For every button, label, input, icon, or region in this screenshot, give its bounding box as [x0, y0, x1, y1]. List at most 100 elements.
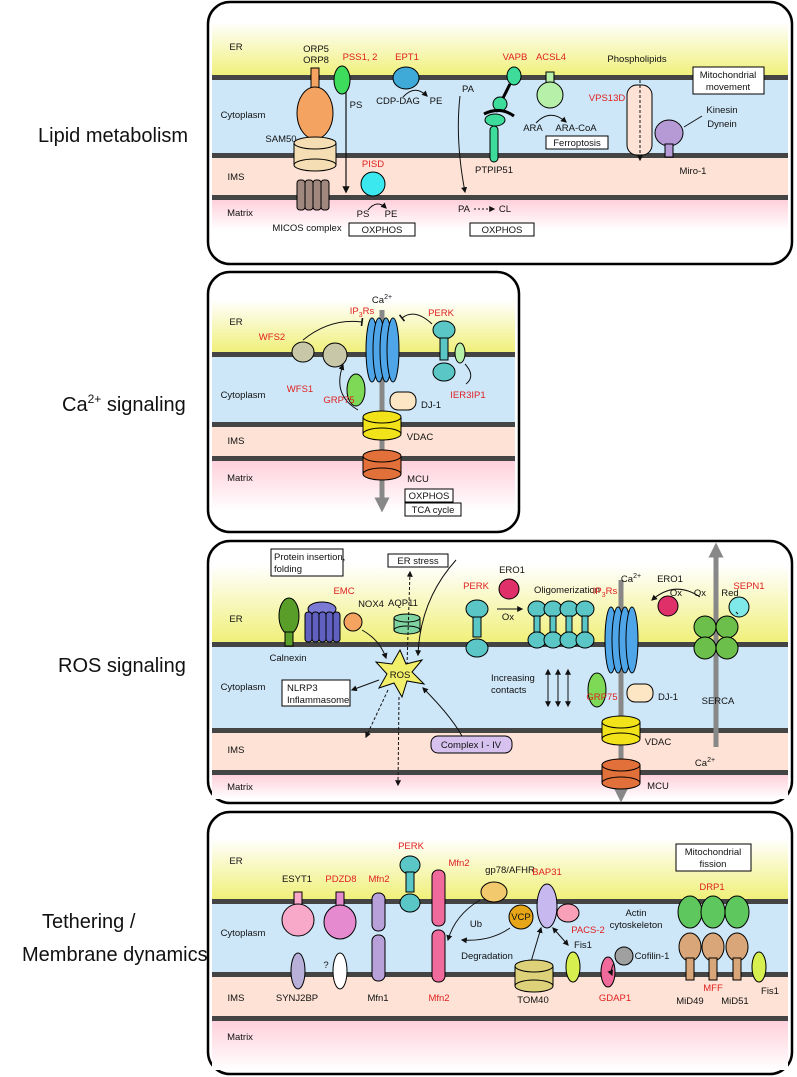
arrow-ros-nlrp3	[350, 679, 380, 692]
emc-complex	[304, 601, 341, 643]
perk-oligomer	[527, 600, 595, 649]
ros-star	[374, 648, 426, 699]
label-mfn2-b: Mfn2	[448, 858, 469, 869]
label-mito-move-2: movement	[706, 82, 751, 93]
label-bap31: BAP31	[532, 867, 562, 878]
label-ip3rs: IP3Rs	[350, 306, 375, 319]
panel-title-ca: Ca2+ signaling	[62, 392, 186, 416]
perk-protein	[465, 599, 489, 658]
label-vcp: VCP	[511, 912, 531, 923]
box-oxphos	[404, 488, 454, 503]
inhibit-wfs2	[302, 317, 364, 341]
ip3r-channel	[365, 317, 400, 383]
label-ca: Ca2+	[372, 294, 392, 306]
label-pisd: PISD	[362, 159, 384, 170]
label-phospholipids: Phospholipids	[607, 54, 666, 65]
label-mfn1: Mfn1	[367, 993, 388, 1004]
link-kinesin	[683, 115, 703, 128]
zone-cytoplasm: Cytoplasm	[221, 390, 266, 401]
zone-matrix: Matrix	[227, 473, 253, 484]
gp78-protein	[480, 881, 508, 903]
box-er-stress	[387, 553, 449, 568]
wfs1-protein	[322, 342, 348, 368]
label-perk: PERK	[398, 841, 425, 852]
label-ara-coa: ARA-CoA	[555, 123, 597, 134]
label-nox4: NOX4	[358, 599, 384, 610]
label-question: ?	[323, 960, 328, 971]
pss-protein	[333, 65, 351, 95]
arrow-pisd	[367, 202, 387, 211]
label-ox-1: Ox	[502, 612, 514, 623]
grp75-protein	[587, 672, 607, 708]
drp1-oligomer	[677, 895, 750, 929]
label-pi-2: folding	[274, 564, 302, 575]
label-kinesin: Kinesin	[706, 105, 737, 116]
dj1-protein	[626, 683, 654, 703]
label-oxphos-2: OXPHOS	[482, 225, 523, 236]
zone-ims: IMS	[228, 993, 245, 1004]
label-nlrp3-2: Inflammasome	[287, 695, 349, 706]
label-gp78: gp78/AFHR	[485, 865, 535, 876]
orp-stalk	[310, 67, 320, 89]
label-vdac: VDAC	[645, 737, 672, 748]
label-aqp11: AQP11	[388, 598, 418, 609]
label-ox-3: Ox	[694, 588, 706, 599]
label-oligomerization: Oligomerization	[534, 585, 600, 596]
label-ptpip51: PTPIP51	[475, 165, 513, 176]
panel-lipid: Lipid metabolism ER Cytoplasm IMS Matrix…	[38, 0, 794, 266]
sepn1-protein	[728, 596, 750, 618]
panel-title-tethering-1: Tethering /	[42, 911, 136, 933]
label-ps: PS	[350, 100, 363, 111]
gdap1-protein	[600, 956, 616, 988]
panel-title-lipid: Lipid metabolism	[38, 125, 188, 147]
box-protein-insertion	[270, 548, 344, 577]
aqp11-channel	[393, 613, 421, 635]
label-degradation: Degradation	[461, 951, 513, 962]
label-ox-2: Ox	[670, 588, 682, 599]
mfn1-protein	[371, 934, 386, 982]
label-dj1: DJ-1	[421, 400, 441, 411]
acsl4-protein	[536, 81, 564, 109]
mff-mid-adaptors	[678, 932, 749, 981]
label-acsl4: ACSL4	[536, 52, 566, 63]
zone-ims: IMS	[228, 172, 245, 183]
box-mito-movement	[692, 66, 765, 95]
label-mid49: MiD49	[676, 996, 703, 1007]
vdac-barrel	[601, 715, 641, 746]
label-er-stress: ER stress	[397, 556, 438, 567]
label-mcu: MCU	[407, 474, 429, 485]
label-mfn2-c: Mfn2	[428, 993, 449, 1004]
link-sepn1	[735, 611, 739, 615]
arrow-er-stress	[406, 570, 413, 666]
zone-cytoplasm: Cytoplasm	[221, 682, 266, 693]
label-vapb: VAPB	[503, 52, 528, 63]
label-ca-2: Ca2+	[695, 757, 715, 769]
label-fission-2: fission	[700, 859, 727, 870]
arrow-bap31-tom40	[528, 926, 543, 967]
label-dynein: Dynein	[707, 119, 737, 130]
perk-protein	[399, 855, 421, 913]
link-ier3ip1	[464, 363, 472, 385]
ip3r-channel	[604, 606, 639, 674]
label-increasing: Increasing	[491, 673, 535, 684]
label-tca: TCA cycle	[412, 505, 455, 516]
box-nlrp3	[281, 679, 351, 707]
label-emc: EMC	[333, 586, 354, 597]
esyt1-protein	[281, 903, 315, 937]
miro1-protein	[654, 119, 684, 147]
label-orp5: ORP5	[303, 44, 329, 55]
inhibit-perk	[398, 313, 433, 325]
ept1-protein	[392, 66, 420, 90]
label-fission-1: Mitochondrial	[685, 847, 742, 858]
label-ros: ROS	[390, 670, 411, 681]
micos-complex-shape	[296, 179, 330, 211]
label-red: Red	[721, 588, 738, 599]
label-pe: PE	[430, 96, 443, 107]
calnexin-protein	[278, 597, 300, 635]
label-orp8: ORP8	[303, 55, 329, 66]
grp75-protein	[346, 373, 366, 407]
label-ero1-2: ERO1	[657, 574, 683, 585]
box-oxphos-1	[348, 222, 416, 237]
arrow-ros-1	[365, 689, 389, 739]
zone-matrix: Matrix	[227, 208, 253, 219]
